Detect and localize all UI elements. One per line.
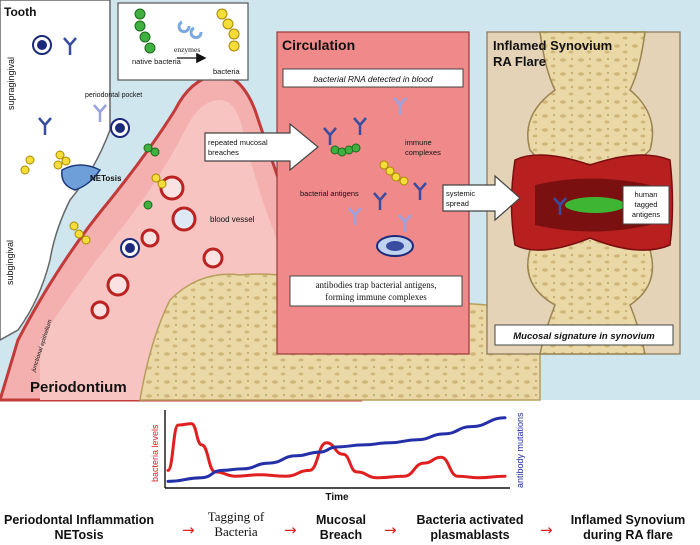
net-structure [61,164,102,191]
tagged-antigens-3: antigens [632,210,661,219]
blood-vessel-label: blood vessel [210,215,255,224]
flow-arrow-2: → [284,521,297,539]
y-left-label: bacteria levels [150,424,160,482]
flow-step-1: Periodontal Inflammation NETosis [4,513,155,542]
systemic-spread-arrow [442,174,521,222]
tooth-shape [0,0,111,341]
rna-note-box [282,68,464,88]
netosis-label: NETosis [90,174,122,183]
tagged-antigens-2: tagged [635,200,658,209]
time-chart: bacteria levels antibody mutations Time [150,410,525,503]
tagged-antigen-strands [565,197,625,213]
flow-step-2: Tagging of Bacteria [207,509,265,539]
antibodies [38,37,567,215]
trap-note-box [289,275,463,307]
periodontal-pocket-label: periodontal pocket [85,92,142,99]
supragingival-label: supragingival [6,57,16,110]
y-right-label: antibody mutations [515,412,525,488]
upper-bone [527,31,654,177]
signature-label: Mucosal signature in synovium [513,331,655,342]
immune-complexes-label-1: immune [405,138,432,147]
flow-step-4: Bacteria activated plasmablasts [416,513,524,542]
subgingival-label: subgingival [5,240,15,285]
legend-enzymes-label: enzymes [174,45,200,54]
rna-note: bacterial RNA detected in blood [313,74,433,84]
legend-native-bacteria-icon [134,8,156,54]
legend-native-label: native bacteria [132,57,182,66]
bacteria-clusters [20,143,409,245]
breach-label-1: repeated mucosal [208,138,268,147]
antibodies-light [93,97,412,232]
flow-step-5: Inflamed Synovium during RA flare [570,513,686,542]
tooth-title: Tooth [4,5,36,19]
series-line-bacteria-levels [166,422,507,480]
trap-note-2: forming immune complexes [325,292,427,302]
signature-box [494,324,674,346]
circulation-title: Circulation [282,37,355,53]
systemic-label-1: systemic [446,189,475,198]
legend-enzymes-icon [177,20,203,40]
flow-arrow-4: → [540,521,553,539]
periodontium-label: Periodontium [30,379,127,396]
legend-bacteria-label: bacteria [213,67,241,76]
legend-bacteria-icon [216,8,240,52]
breach-label-2: breaches [208,148,239,157]
flow-arrow-1: → [182,521,195,539]
synovium-title-1: Inflamed Synovium [493,38,612,53]
trap-note-1: antibodies trap bacterial antigens, [316,280,437,290]
systemic-label-2: spread [446,199,469,208]
immune-cells [32,35,414,258]
synovium-title-2: RA Flare [493,54,546,69]
flow-arrow-3: → [384,521,397,539]
immune-complexes-label-2: complexes [405,148,441,157]
series-line-antibody-mutations [166,416,507,483]
flow-step-3: Mucosal Breach [315,513,366,542]
bacterial-antigens-label: bacterial antigens [300,189,359,198]
mucosal-breach-arrow [204,122,319,172]
tagged-antigens-1: human [635,190,658,199]
x-axis-label: Time [325,492,349,503]
tagged-antigens-box [622,185,670,225]
